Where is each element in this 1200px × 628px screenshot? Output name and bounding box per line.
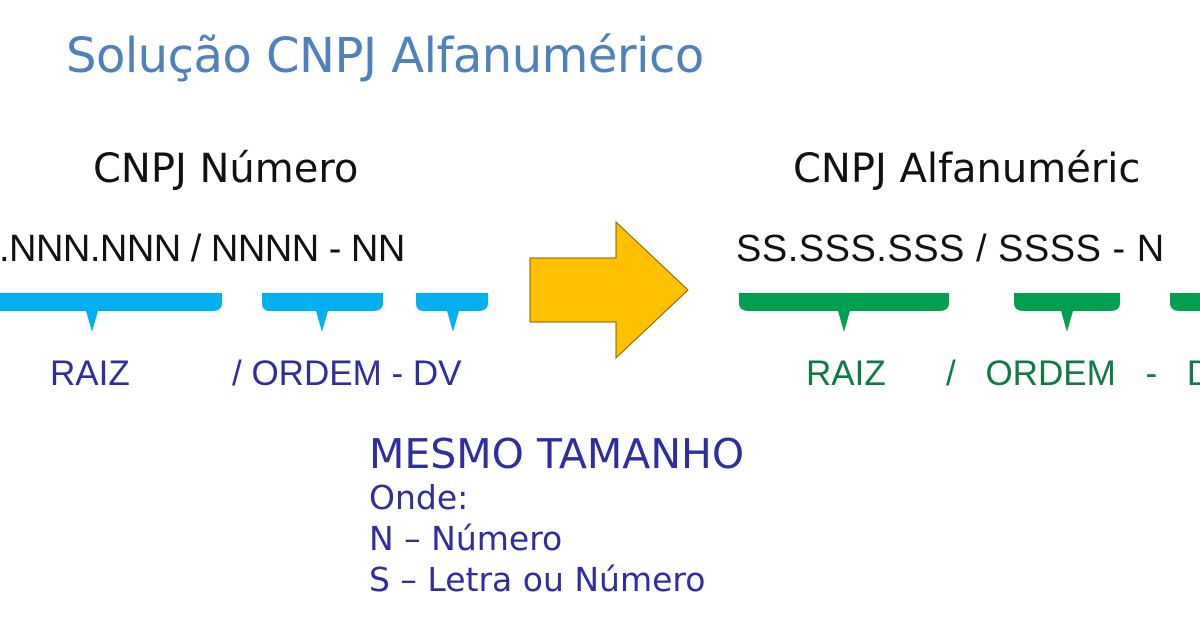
left-heading: CNPJ Número [93,146,359,192]
slide-title: Solução CNPJ Alfanumérico [66,28,704,84]
right-heading: CNPJ Alfanuméric [793,146,1141,192]
legend-heading: MESMO TAMANHO [369,430,745,478]
right-raiz-label: RAIZ [806,354,886,393]
arrow-right-icon [529,220,689,360]
legend-block: MESMO TAMANHO Onde: N – Número S – Letra… [369,431,744,600]
left-dv-bracket [416,293,488,332]
right-format: SS.SSS.SSS / SSSS - N [736,228,1165,270]
left-format: N.NNN.NNN / NNNN - NN [0,228,405,270]
right-dv-bracket [1170,293,1200,311]
right-ordem-dv-label: / ORDEM - D [946,354,1200,393]
legend-line-onde: Onde: [369,478,469,517]
legend-line-n: N – Número [369,519,563,558]
right-raiz-bracket [739,293,949,332]
left-ordem-dv-label: / ORDEM - DV [232,354,462,393]
legend-line-s: S – Letra ou Número [369,560,706,599]
right-ordem-bracket [1014,293,1120,332]
left-ordem-bracket [262,293,383,332]
left-raiz-label: RAIZ [50,354,130,393]
left-raiz-bracket [0,293,222,332]
